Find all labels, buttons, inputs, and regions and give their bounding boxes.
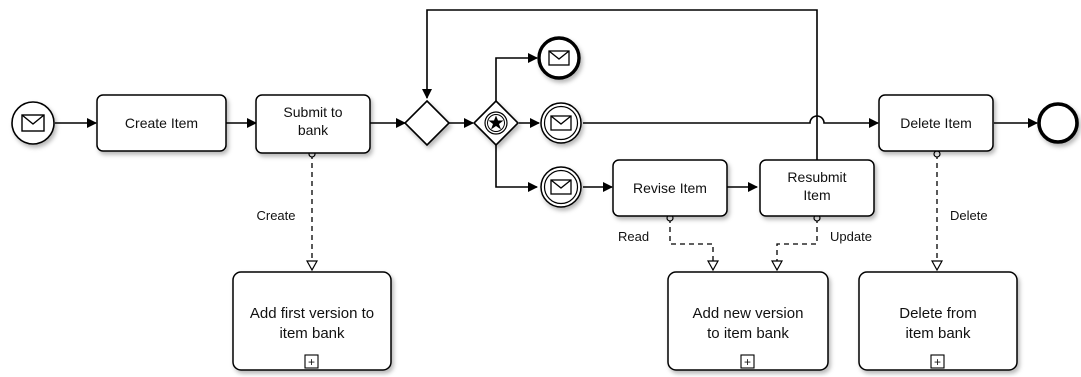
task-revise-item[interactable]: Revise Item: [612, 159, 728, 217]
subprocess-add-new-version[interactable]: Add new version to item bank +: [667, 271, 829, 371]
task-resubmit-label-line2: Item: [803, 187, 830, 203]
envelope-icon: [550, 115, 572, 131]
task-create-item[interactable]: Create Item: [96, 94, 227, 152]
task-delete-item-label: Delete Item: [900, 115, 972, 131]
expand-marker[interactable]: +: [740, 354, 755, 369]
association-read: [670, 218, 713, 270]
association-label-read: Read: [618, 229, 649, 244]
subprocess-delete-from-label-line2: item bank: [905, 325, 971, 342]
subprocess-add-new-label-line1: Add new version: [693, 305, 804, 322]
expand-marker[interactable]: +: [930, 354, 945, 369]
flow-eventgw-to-message-end: [495, 53, 538, 101]
flow-resubmit-loop-back: [422, 9, 818, 160]
start-event[interactable]: [11, 101, 55, 145]
subprocess-add-first-version[interactable]: Add first version to item bank +: [232, 271, 392, 371]
svg-text:+: +: [934, 355, 941, 369]
association-label-create: Create: [256, 208, 295, 223]
task-resubmit-item[interactable]: Resubmit Item: [759, 159, 875, 217]
svg-text:+: +: [744, 355, 751, 369]
flow-middle-event-to-delete: [583, 115, 879, 128]
intermediate-message-event-middle[interactable]: [540, 102, 582, 144]
task-create-item-label: Create Item: [125, 115, 198, 131]
expand-marker[interactable]: +: [304, 354, 319, 369]
task-submit-label-line2: bank: [298, 122, 329, 138]
message-end-event[interactable]: [537, 36, 581, 80]
association-label-update: Update: [830, 229, 872, 244]
subprocess-add-first-label-line2: item bank: [279, 325, 345, 342]
end-event[interactable]: [1037, 102, 1079, 144]
task-revise-item-label: Revise Item: [633, 180, 707, 196]
task-submit-label-line1: Submit to: [283, 104, 342, 120]
task-delete-item[interactable]: Delete Item: [878, 94, 994, 152]
data-associations: [312, 154, 937, 270]
subprocess-delete-from-bank[interactable]: Delete from item bank +: [858, 271, 1018, 371]
subprocess-add-new-label-line2: to item bank: [707, 325, 789, 342]
subprocess-delete-from-label-line1: Delete from: [899, 305, 977, 322]
association-label-delete: Delete: [950, 208, 988, 223]
task-resubmit-label-line1: Resubmit: [787, 169, 846, 185]
task-submit-to-bank[interactable]: Submit to bank: [255, 94, 371, 154]
association-update: [777, 218, 817, 270]
envelope-icon: [21, 114, 45, 132]
sequence-flows: [55, 9, 1038, 192]
association-labels: Create Read Update Delete: [252, 206, 996, 244]
envelope-icon: [550, 179, 572, 195]
envelope-icon: [548, 50, 570, 66]
svg-text:+: +: [308, 355, 315, 369]
event-based-gateway[interactable]: [472, 99, 520, 147]
exclusive-gateway[interactable]: [403, 99, 451, 147]
subprocess-add-first-label-line1: Add first version to: [250, 305, 374, 322]
star-icon: [488, 115, 504, 130]
intermediate-message-event-bottom[interactable]: [540, 166, 582, 208]
flow-eventgw-to-bottom-event: [495, 145, 538, 192]
